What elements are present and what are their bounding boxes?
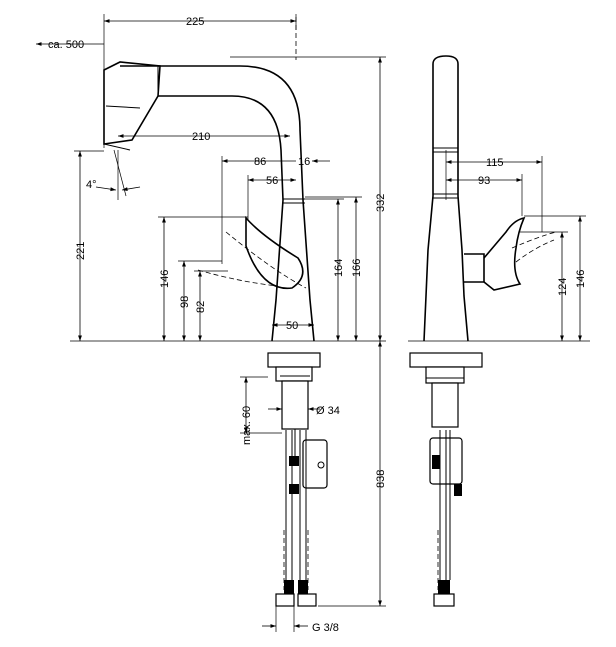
dim-166-label: 166	[351, 259, 363, 277]
side-spout	[409, 55, 557, 496]
dim-115-label: 115	[486, 157, 504, 169]
dim-221-label: 221	[75, 242, 87, 260]
dim-146-right-label: 146	[575, 270, 587, 288]
dim-332-label: 332	[375, 194, 387, 212]
dim-thread-label: G 3/8	[312, 622, 339, 634]
dim-838-label: 838	[375, 470, 387, 488]
dim-164-label: 164	[333, 259, 345, 277]
side-hoses	[433, 430, 455, 607]
front-spout	[103, 61, 328, 494]
dim-56-label: 56	[266, 175, 278, 187]
front-hoses	[275, 430, 317, 607]
dim-124-label: 124	[557, 278, 569, 296]
dim-93-label: 93	[478, 175, 490, 187]
dim-82-label: 82	[195, 301, 207, 313]
front-view: ca. 500 225 210 86 16 56 4° 221 146	[36, 14, 387, 634]
dim-max60-label: max. 60	[241, 406, 253, 445]
dim-50-label: 50	[286, 320, 298, 332]
dim-dia34-label: Ø 34	[316, 405, 340, 417]
dim-146-left-label: 146	[159, 270, 171, 288]
dim-width-225-label: 225	[186, 16, 204, 28]
dim-98-label: 98	[179, 296, 191, 308]
dim-pullout-label: ca. 500	[48, 39, 84, 51]
dim-reach-210-label: 210	[192, 131, 210, 143]
dim-angle-label: 4°	[86, 179, 97, 191]
dim-86-label: 86	[254, 156, 266, 168]
side-view: 115 93 124 146	[408, 55, 590, 607]
dim-16-label: 16	[298, 156, 310, 168]
